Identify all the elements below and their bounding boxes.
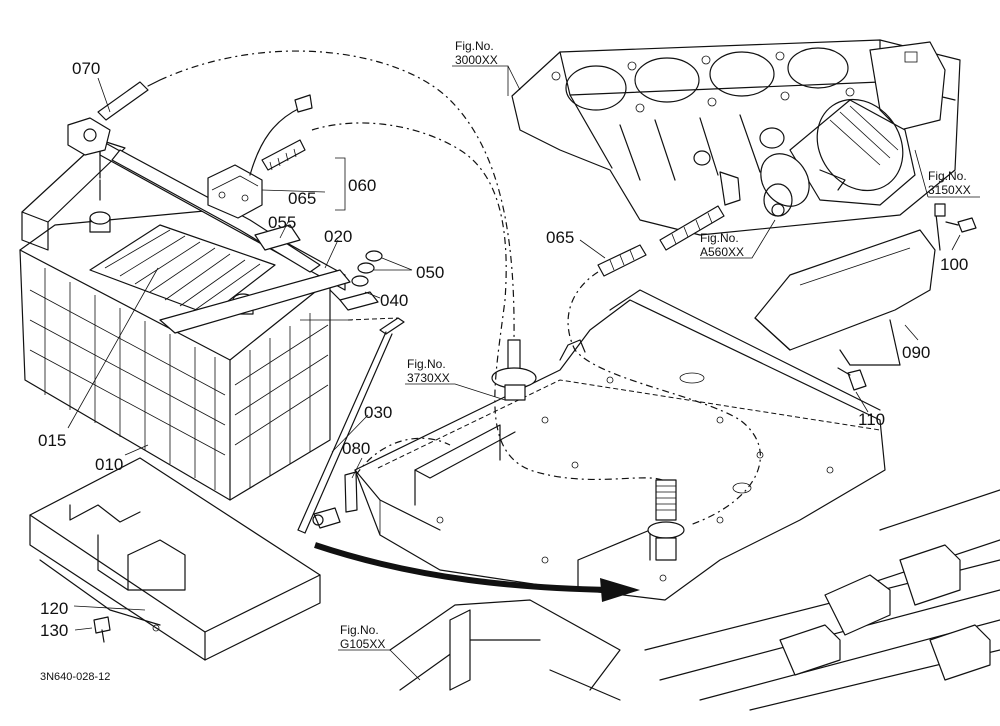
fig-ref-3730-line2: 3730XX (407, 371, 450, 385)
cable-080 (312, 471, 358, 529)
label-055: 055 (268, 213, 296, 232)
fig-ref-a560-line1: Fig.No. (700, 231, 739, 245)
bolt-110 (837, 367, 867, 391)
label-060: 060 (348, 176, 376, 195)
label-040: 040 (380, 291, 408, 310)
sensor-065 (597, 171, 741, 277)
terminal-post (647, 479, 685, 561)
fig-ref-3150-line2: 3150XX (928, 183, 971, 197)
label-120: 120 (40, 599, 68, 618)
assembly-arrow (314, 542, 640, 602)
fig-ref-g105-line1: Fig.No. (340, 623, 379, 637)
battery-cover-120 (29, 457, 321, 661)
switch-060 (207, 94, 313, 219)
cover-plate-090 (754, 203, 946, 366)
fig-ref-3000-line2: 3000XX (455, 53, 498, 67)
fig-ref-3730-line1: Fig.No. (407, 357, 446, 371)
label-080: 080 (342, 439, 370, 458)
bolt-100 (945, 217, 977, 233)
label-065-upper: 065 (288, 189, 316, 208)
figure-references: Fig.No. 3000XX Fig.No. 3150XX Fig.No. A5… (340, 39, 971, 651)
label-030: 030 (364, 403, 392, 422)
starter-motor (760, 98, 916, 217)
label-050: 050 (416, 263, 444, 282)
key-switch-post (491, 339, 537, 401)
battery-base-plate (354, 289, 886, 601)
terminal-070 (67, 79, 161, 156)
label-065-lower: 065 (546, 228, 574, 247)
fig-ref-3000-line1: Fig.No. (455, 39, 494, 53)
battery-010 (19, 209, 331, 501)
fig-ref-g105-line2: G105XX (340, 637, 385, 651)
fig-ref-3150-line1: Fig.No. (928, 169, 967, 183)
frame-rails (389, 489, 1000, 711)
nuts-050 (351, 250, 383, 287)
bolt-130 (93, 616, 111, 643)
label-110: 110 (858, 410, 885, 429)
cable-routing (159, 50, 761, 526)
label-090: 090 (902, 343, 930, 362)
label-100: 100 (940, 255, 968, 274)
label-010: 010 (95, 455, 123, 474)
label-130: 130 (40, 621, 68, 640)
label-020: 020 (324, 227, 352, 246)
part-number-labels: 070 060 065 055 020 050 040 015 010 030 … (38, 59, 968, 640)
drawing-code: 3N640-028-12 (40, 671, 110, 683)
rod-030 (297, 317, 405, 534)
label-015: 015 (38, 431, 66, 450)
washer-040 (339, 291, 379, 311)
label-070: 070 (72, 59, 100, 78)
fig-ref-a560-line2: A560XX (700, 245, 744, 259)
leader-lines (67, 65, 980, 681)
